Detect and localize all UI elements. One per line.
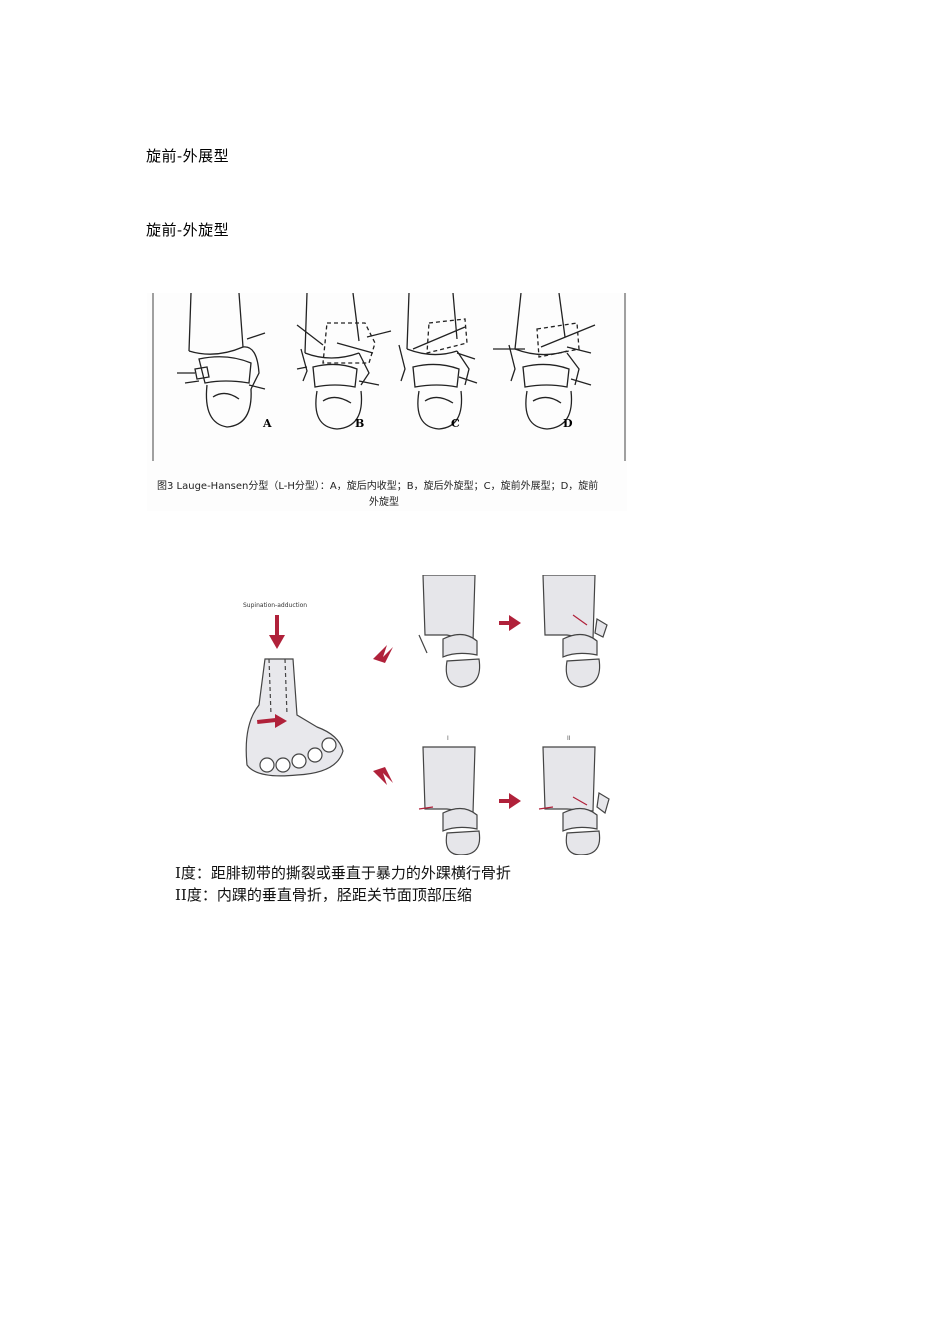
grade-1-description: I度：距腓韧带的撕裂或垂直于暴力的外踝横行骨折	[175, 864, 511, 882]
heading-pronation-external-rotation: 旋前-外旋型	[146, 221, 230, 239]
motion-label: Supination-adduction	[243, 602, 308, 609]
ankle-stage-top-right	[542, 575, 608, 688]
panel-label-d: D	[563, 417, 573, 430]
panel-label-c: C	[451, 417, 460, 430]
right-arrow-icon	[499, 615, 521, 809]
ankle-drawing-d	[493, 293, 596, 430]
ankle-stage-top-left	[418, 575, 481, 688]
lauge-hansen-drawing	[152, 293, 626, 461]
stage-label-ii: II	[567, 735, 571, 742]
diagonal-arrow-up-icon	[373, 645, 393, 663]
figure-caption-line1: 图3 Lauge-Hansen分型（L-H分型）：A，旋后内收型；B，旋后外旋型…	[157, 481, 599, 492]
heading-pronation-abduction: 旋前-外展型	[146, 147, 230, 165]
supination-adduction-drawing	[245, 575, 610, 855]
diagonal-arrow-down-icon	[373, 767, 393, 785]
foot-drawing	[245, 658, 344, 777]
lauge-hansen-figure: A B C D 图3 Lauge-Hansen分型（L-H分型）：A，旋后内收型…	[147, 293, 627, 511]
adduction-arrow-icon	[257, 714, 287, 728]
ankle-stage-bottom-left	[418, 746, 481, 855]
force-arrow-icon	[269, 615, 285, 649]
ankle-stage-bottom-right	[538, 746, 610, 855]
figure-caption-line2: 外旋型	[369, 497, 399, 508]
ankle-drawing-b	[296, 293, 392, 430]
panel-label-b: B	[355, 417, 365, 430]
panel-label-a: A	[263, 417, 272, 430]
stage-label-i: I	[447, 735, 449, 742]
ankle-drawing-c	[398, 293, 478, 430]
grade-2-description: II度：内踝的垂直骨折，胫距关节面顶部压缩	[175, 886, 472, 904]
supination-adduction-figure: Supination-adduction I II I度：距腓韧带的撕裂或垂直于…	[147, 575, 617, 907]
ankle-drawing-a	[177, 293, 266, 428]
